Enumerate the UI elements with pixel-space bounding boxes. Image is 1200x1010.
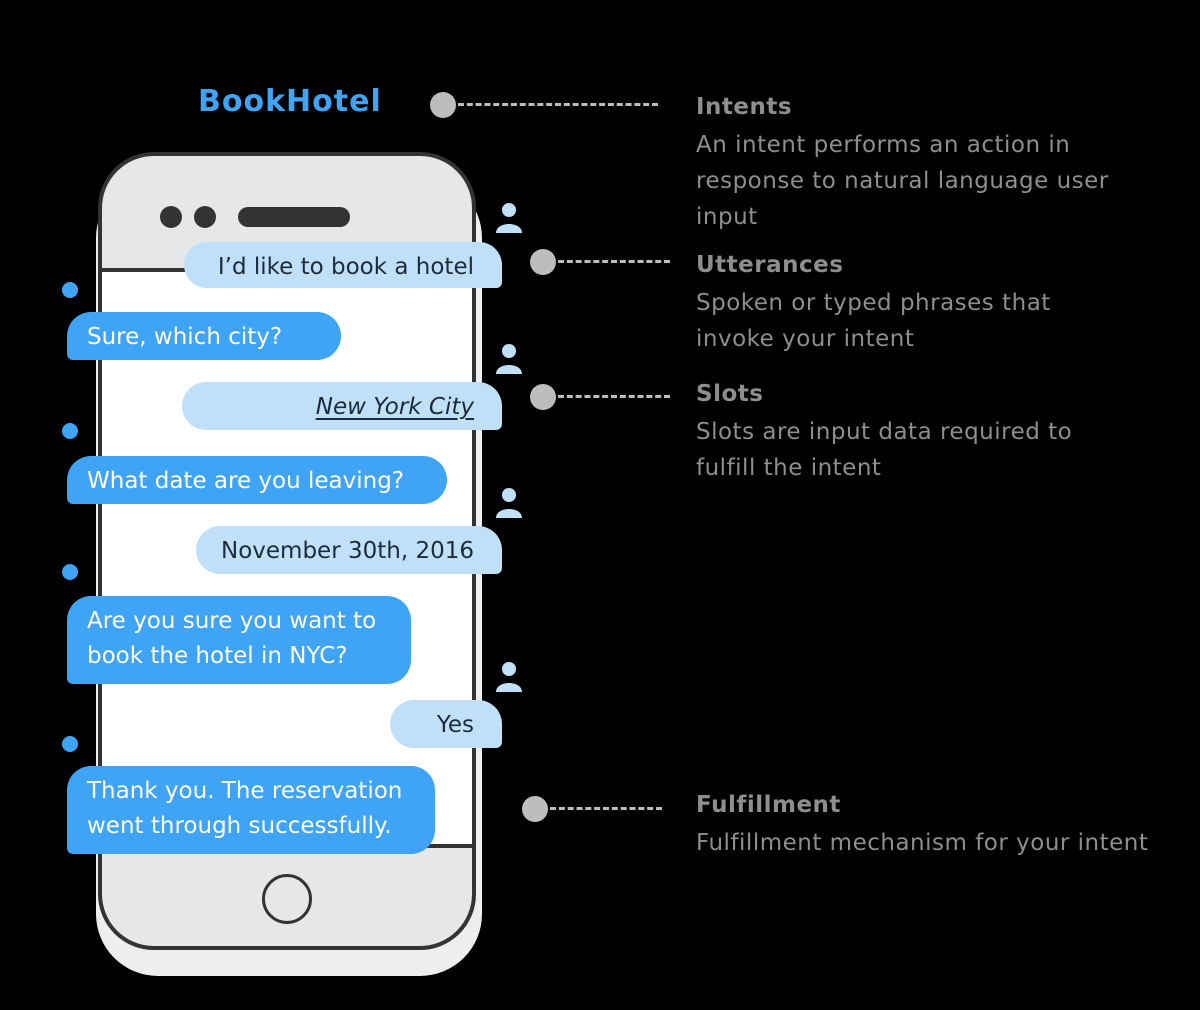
bot-icon bbox=[62, 564, 78, 580]
camera-dot bbox=[160, 206, 182, 228]
connector-line-fulfillment bbox=[550, 807, 662, 810]
user-icon bbox=[496, 344, 522, 374]
sensor-dot bbox=[194, 206, 216, 228]
bot-icon bbox=[62, 423, 78, 439]
message-bot-1: Sure, which city? bbox=[67, 312, 341, 360]
annotation-desc-fulfillment: Fulfillment mechanism for your intent bbox=[696, 830, 1149, 856]
connector-line-utterances bbox=[558, 260, 670, 263]
message-bot-4: Thank you. The reservation went through … bbox=[67, 766, 435, 854]
home-button bbox=[262, 874, 312, 924]
user-icon bbox=[496, 488, 522, 518]
phone-speaker bbox=[238, 207, 350, 227]
slot-value-city: New York City bbox=[315, 394, 474, 420]
message-user-1: I’d like to book a hotel bbox=[184, 242, 502, 288]
message-user-2: November 30th, 2016 bbox=[196, 526, 502, 574]
bot-icon bbox=[62, 736, 78, 752]
connector-dot-slots bbox=[530, 384, 556, 410]
connector-line-slots bbox=[558, 395, 670, 398]
message-bot-2: What date are you leaving? bbox=[67, 456, 447, 504]
annotation-title-utterances: Utterances bbox=[696, 252, 844, 278]
annotation-title-slots: Slots bbox=[696, 381, 764, 407]
connector-line-intents bbox=[458, 103, 658, 106]
annotation-desc-slots: Slots are input data required to fulfill… bbox=[696, 419, 1073, 481]
annotation-desc-utterances: Spoken or typed phrases that invoke your… bbox=[696, 290, 1051, 352]
user-icon bbox=[496, 662, 522, 692]
user-icon bbox=[496, 203, 522, 233]
bot-icon bbox=[62, 282, 78, 298]
message-user-slot-city: New York City bbox=[182, 382, 502, 430]
connector-dot-intents bbox=[430, 92, 456, 118]
connector-dot-utterances bbox=[530, 249, 556, 275]
annotation-title-fulfillment: Fulfillment bbox=[696, 792, 841, 818]
message-bot-3: Are you sure you want to book the hotel … bbox=[67, 596, 411, 684]
connector-dot-fulfillment bbox=[522, 796, 548, 822]
annotation-desc-intents: An intent performs an action in response… bbox=[696, 132, 1109, 230]
message-user-3: Yes bbox=[390, 700, 502, 748]
intent-name-title: BookHotel bbox=[198, 84, 382, 119]
annotation-title-intents: Intents bbox=[696, 94, 793, 120]
